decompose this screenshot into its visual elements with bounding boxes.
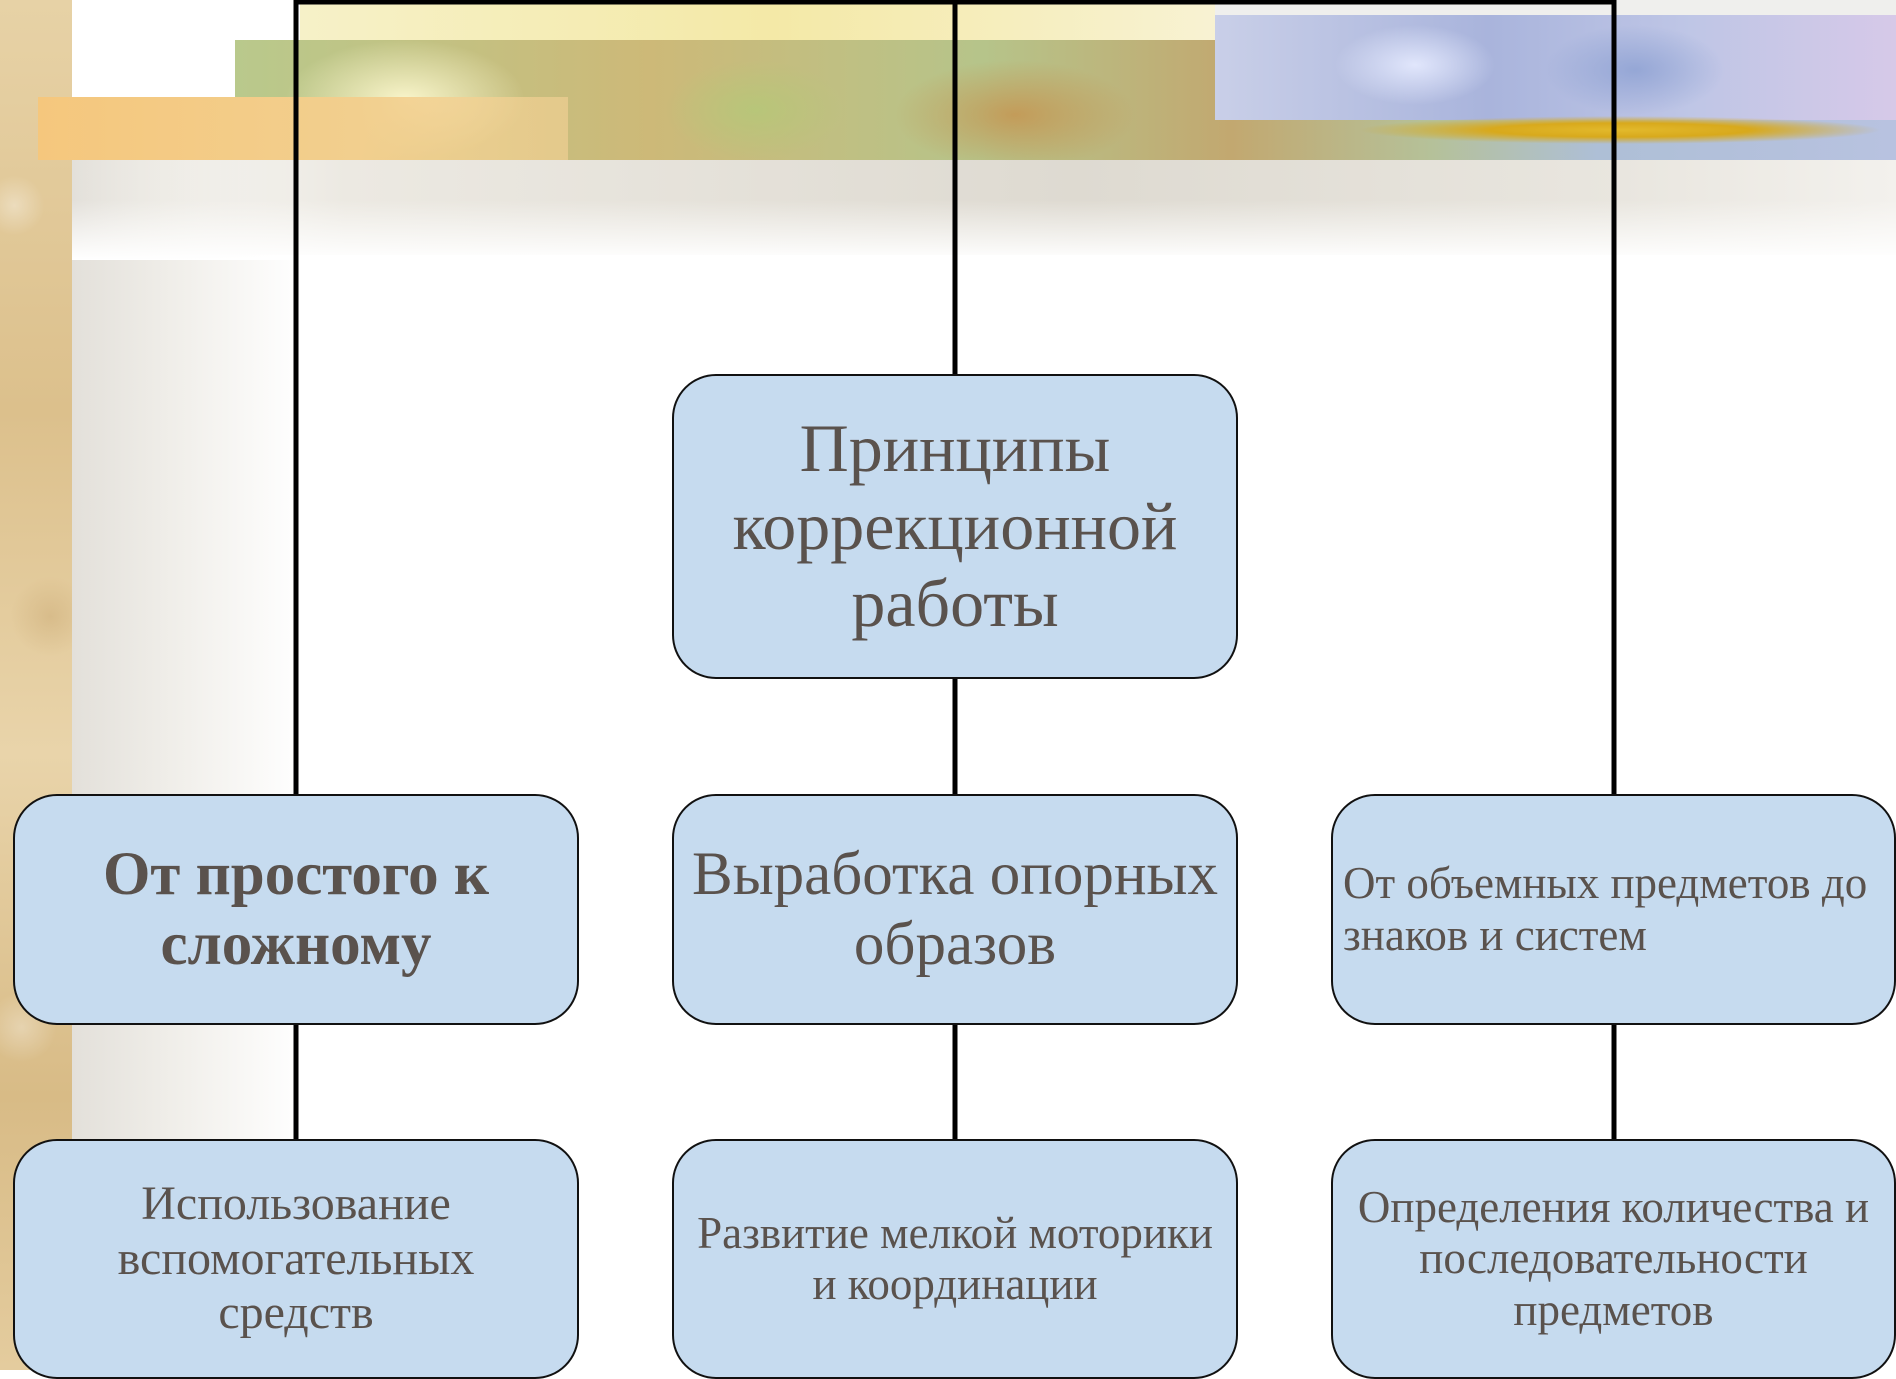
slide-top-shadow-fade <box>72 200 1896 260</box>
principle-node-label: От простого к сложному <box>102 840 490 978</box>
principle-node-label: Выработка опорных образов <box>692 840 1218 978</box>
banner-top-strip <box>300 0 1250 42</box>
decorative-orange-strip <box>38 97 568 160</box>
principle-node-reference-images: Выработка опорных образов <box>672 794 1238 1025</box>
decorative-wheat <box>1360 112 1880 148</box>
root-node-box: Принципы коррекционной работы <box>672 374 1238 679</box>
detail-node-fine-motor: Развитие мелкой моторики и координации <box>672 1139 1238 1379</box>
principle-node-objects-to-signs: От объемных предметов до знаков и систем <box>1331 794 1896 1025</box>
detail-node-label: Использование вспомогательных средств <box>117 1176 475 1340</box>
decorative-flower-banner <box>1215 15 1896 120</box>
root-node-label: Принципы коррекционной работы <box>732 410 1178 642</box>
detail-node-label: Определения количества и последовательно… <box>1357 1182 1870 1335</box>
principle-node-label: От объемных предметов до знаков и систем <box>1343 858 1868 960</box>
principle-node-simple-to-complex: От простого к сложному <box>13 794 579 1025</box>
detail-node-label: Развитие мелкой моторики и координации <box>697 1207 1213 1309</box>
detail-node-auxiliary-means: Использование вспомогательных средств <box>13 1139 579 1379</box>
detail-node-quantity-sequence: Определения количества и последовательно… <box>1331 1139 1896 1379</box>
